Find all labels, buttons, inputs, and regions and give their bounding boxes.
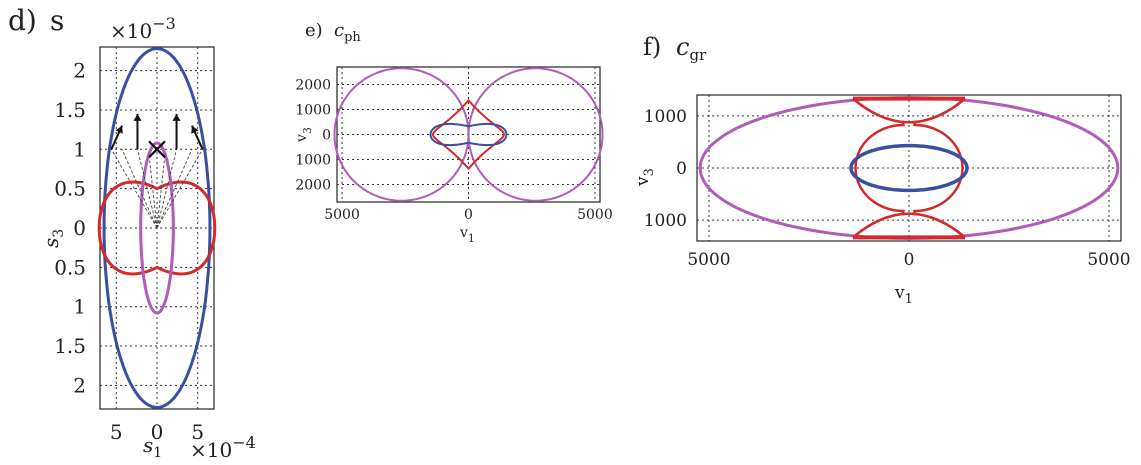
y-tick-label: 1 (73, 295, 86, 319)
ray-line (156, 149, 203, 229)
y-tick-label: 0 (676, 159, 687, 179)
series-curve-outer (698, 96, 1120, 240)
y-tick-label: 0 (322, 128, 331, 144)
y-tick-label: 1000 (295, 103, 331, 119)
y-tick-label: 2 (73, 59, 86, 83)
cross-mark (148, 140, 166, 159)
ray-line (137, 149, 158, 229)
y-tick-label: 0.5 (54, 177, 86, 201)
x-axis-label: s1 (143, 433, 162, 461)
y-tick-label: 2000 (295, 78, 331, 94)
y-tick-label: 2000 (295, 178, 331, 194)
caustic-cross (852, 97, 966, 124)
y-axis-label: v3 (294, 127, 314, 143)
arrow-head (133, 113, 142, 121)
ray-line (121, 149, 158, 229)
ray-line (156, 149, 193, 229)
y-tick-label: 0 (73, 216, 86, 240)
x-tick-label: 5000 (577, 207, 613, 223)
series-curve-middle (97, 180, 217, 276)
y-tick-label: 1000 (295, 153, 331, 169)
panel-title: cgr (676, 33, 707, 64)
series-peanut-inner (429, 122, 508, 147)
panel-e: 5000 0 5000 2000 1000 0 1000 2000 e) cph v1 v3 (294, 20, 613, 245)
y-multiplier: ×10−3 (110, 14, 176, 43)
x-tick-label: 0 (151, 420, 164, 444)
x-tick-label: 5 (110, 420, 123, 444)
ray-line (156, 153, 166, 229)
caustic-cross (852, 212, 966, 239)
y-tick-label: 1000 (644, 211, 687, 231)
x-axis-label: v1 (459, 225, 475, 245)
ray-line (156, 149, 177, 229)
x-tick-label: 5 (191, 420, 204, 444)
panel-label: d) (8, 4, 37, 37)
series-curve-outer (102, 47, 212, 409)
series-peanut-outer (432, 99, 505, 170)
y-tick-label: 1 (73, 137, 86, 161)
x-tick-label: 5000 (324, 207, 360, 223)
y-axis-label: v3 (633, 168, 657, 187)
arrow-head (191, 125, 199, 134)
y-tick-label: 2 (73, 373, 86, 397)
caustic-lobe (854, 120, 906, 216)
series-curve-inner (139, 141, 175, 315)
x-tick-label: 5000 (687, 250, 730, 270)
x-multiplier: ×10−4 (190, 433, 256, 462)
series-curve-inner (849, 143, 969, 193)
series-circle (467, 67, 604, 202)
x-tick-label: 0 (464, 207, 473, 223)
ray-line (148, 153, 158, 229)
panel-label: e) (305, 20, 323, 41)
arrow-head (172, 113, 181, 121)
ray-line (111, 149, 158, 229)
x-tick-label: 0 (904, 250, 915, 270)
y-axis-label: s3 (39, 229, 67, 248)
caustic-lobe (912, 120, 964, 216)
series-circle (333, 67, 470, 202)
panel-title: cph (334, 20, 361, 45)
panel-title: s (50, 4, 64, 37)
y-tick-label: 1000 (644, 107, 687, 127)
x-tick-label: 5000 (1087, 250, 1130, 270)
x-axis-label: v1 (894, 283, 913, 307)
y-tick-label: 1.5 (54, 334, 86, 358)
arrow-head (115, 125, 123, 134)
panel-label: f) (643, 33, 661, 61)
y-tick-label: 0.5 (54, 255, 86, 279)
y-tick-label: 1.5 (54, 98, 86, 122)
